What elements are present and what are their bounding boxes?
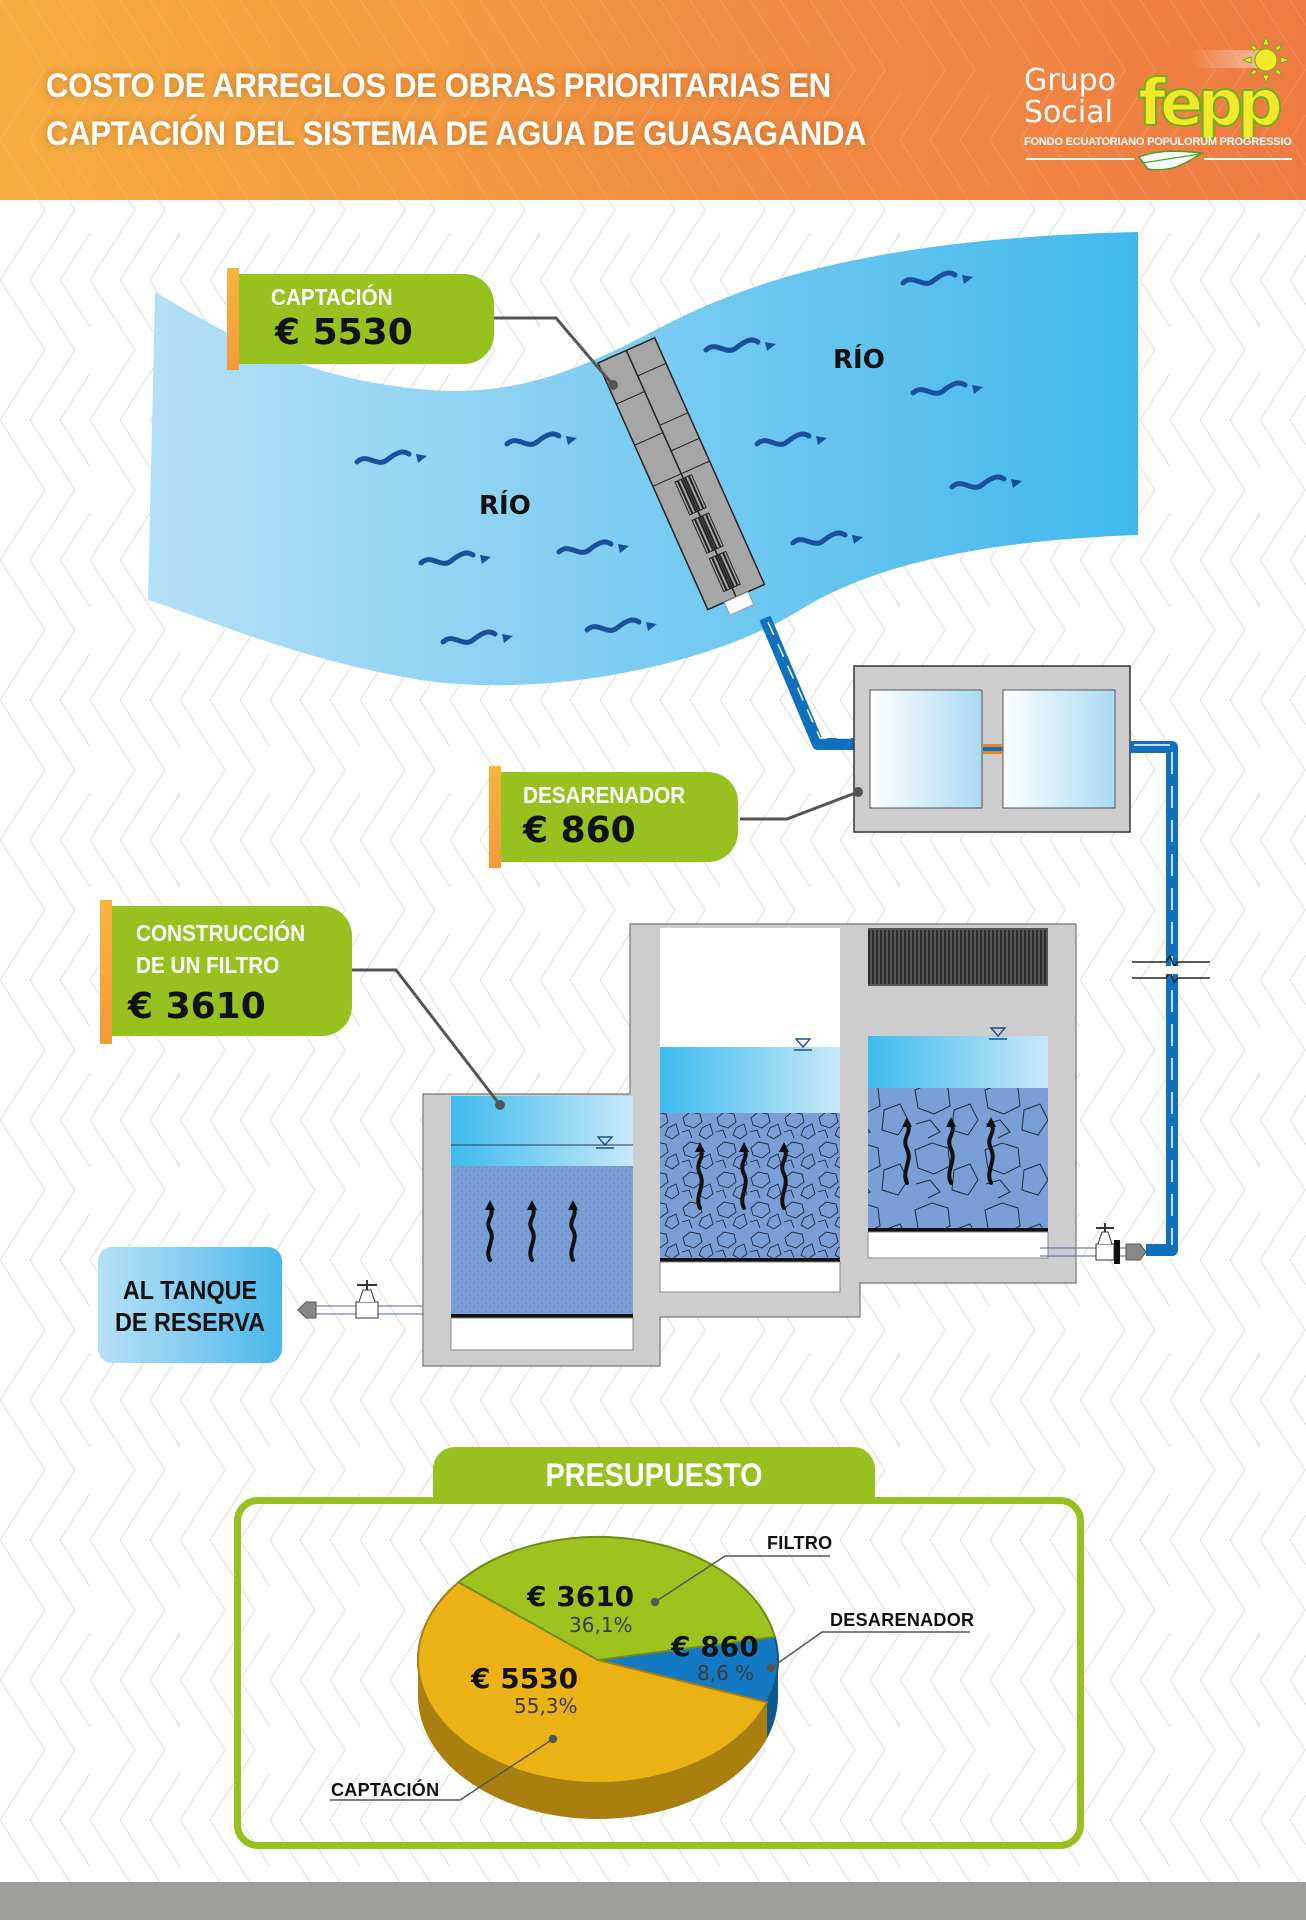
page-title: COSTO DE ARREGLOS DE OBRAS PRIORITARIAS … (46, 62, 929, 158)
river-label-right: RÍO (833, 345, 885, 375)
filter-structure (422, 923, 1077, 1367)
pie-amount-captacion: € 5530 (471, 1662, 579, 1695)
leader-filtro (654, 1555, 830, 1603)
pie-slice-side-captacion (418, 1660, 767, 1819)
river-arrowheads (416, 275, 1022, 643)
captacion-structure (597, 336, 766, 616)
river-flow-arrows (354, 270, 1007, 645)
captacion-title: CAPTACIÓN (271, 284, 393, 310)
logo-subtitle: FONDO ECUATORIANO POPULORUM PROGRESSIO (1024, 136, 1292, 148)
pie-legend-desarenador: DESARENADOR (830, 1610, 975, 1630)
river-label-left: RÍO (479, 491, 531, 521)
page-title-line1: COSTO DE ARREGLOS DE OBRAS PRIORITARIAS … (46, 67, 831, 105)
pie-percent-filtro: 36,1% (569, 1613, 633, 1637)
desarenador-title: DESARENADOR (523, 782, 686, 808)
pie-percent-captacion: 55,3% (514, 1694, 578, 1718)
reserve-tank-line1: AL TANQUE (122, 1275, 258, 1305)
leader-desarenador (770, 1631, 970, 1669)
leader-desarenador-dot (766, 1663, 776, 1673)
header-banner: COSTO DE ARREGLOS DE OBRAS PRIORITARIAS … (0, 0, 1306, 200)
pie-slice-filtro (456, 1536, 777, 1662)
filtro-value: € 3610 (128, 986, 266, 1027)
reserve-tank-line2: DE RESERVA (115, 1307, 265, 1337)
label-accent-bar (489, 766, 501, 868)
filtro-callout-line (352, 968, 502, 1106)
pie-slice-side-desarenador (766, 1660, 778, 1739)
desarenador-label: DESARENADOR € 860 (489, 766, 738, 868)
logo-social: Social (1024, 95, 1113, 130)
sun-icon (1242, 36, 1290, 84)
desarenador-callout-line (740, 790, 859, 821)
desarenador-structure (853, 665, 1131, 833)
desarenador-value: € 860 (523, 810, 636, 851)
logo-sun-glow (1190, 50, 1260, 68)
filtro-title-line1: CONSTRUCCIÓN (136, 920, 306, 946)
inlet-valve-icon (1040, 1223, 1147, 1264)
outlet-valve-icon (297, 1280, 423, 1319)
footer-bar (0, 1882, 1306, 1920)
pie-legend-captacion: CAPTACIÓN (331, 1780, 440, 1800)
captacion-label: CAPTACIÓN € 5530 (227, 268, 494, 370)
filtro-title-line2: DE UN FILTRO (136, 952, 280, 978)
filtro-label: CONSTRUCCIÓN DE UN FILTRO € 3610 (100, 900, 352, 1044)
pie-legend-filtro: FILTRO (767, 1533, 833, 1553)
captacion-callout-line (494, 316, 615, 386)
reserve-tank-box: AL TANQUE DE RESERVA (98, 1247, 282, 1363)
pipe-intake-to-desarenador (759, 615, 854, 750)
leader-captacion (330, 1738, 554, 1801)
captacion-value: € 5530 (275, 312, 413, 353)
pie-slice-desarenador (597, 1635, 779, 1704)
label-accent-bar (227, 268, 239, 370)
upflow-arrows (486, 1121, 995, 1262)
pie-amount-filtro: € 3610 (527, 1580, 635, 1613)
pie-percent-desarenador: 8,6 % (697, 1661, 755, 1685)
fepp-logo: Grupo Social fepp FONDO ECUATORIANO POPU… (1010, 36, 1300, 176)
pie-amount-desarenador: € 860 (671, 1630, 759, 1663)
pie-slice-captacion (417, 1580, 769, 1784)
water-system-diagram (148, 232, 1210, 1367)
leader-captacion-dot (548, 1734, 558, 1744)
chart-title: PRESUPUESTO (545, 1457, 763, 1493)
logo-grupo: Grupo (1024, 63, 1116, 98)
leader-filtro-dot (650, 1597, 660, 1607)
logo-brand: fepp (1137, 67, 1284, 141)
budget-tab: PRESUPUESTO (433, 1447, 875, 1503)
label-accent-bar (100, 900, 112, 1044)
pipe-break-symbol (1132, 954, 1210, 984)
page-title-line2: CAPTACIÓN DEL SISTEMA DE AGUA DE GUASAGA… (46, 115, 867, 153)
header-pattern (0, 0, 1306, 200)
leaf-icon (1026, 150, 1292, 171)
